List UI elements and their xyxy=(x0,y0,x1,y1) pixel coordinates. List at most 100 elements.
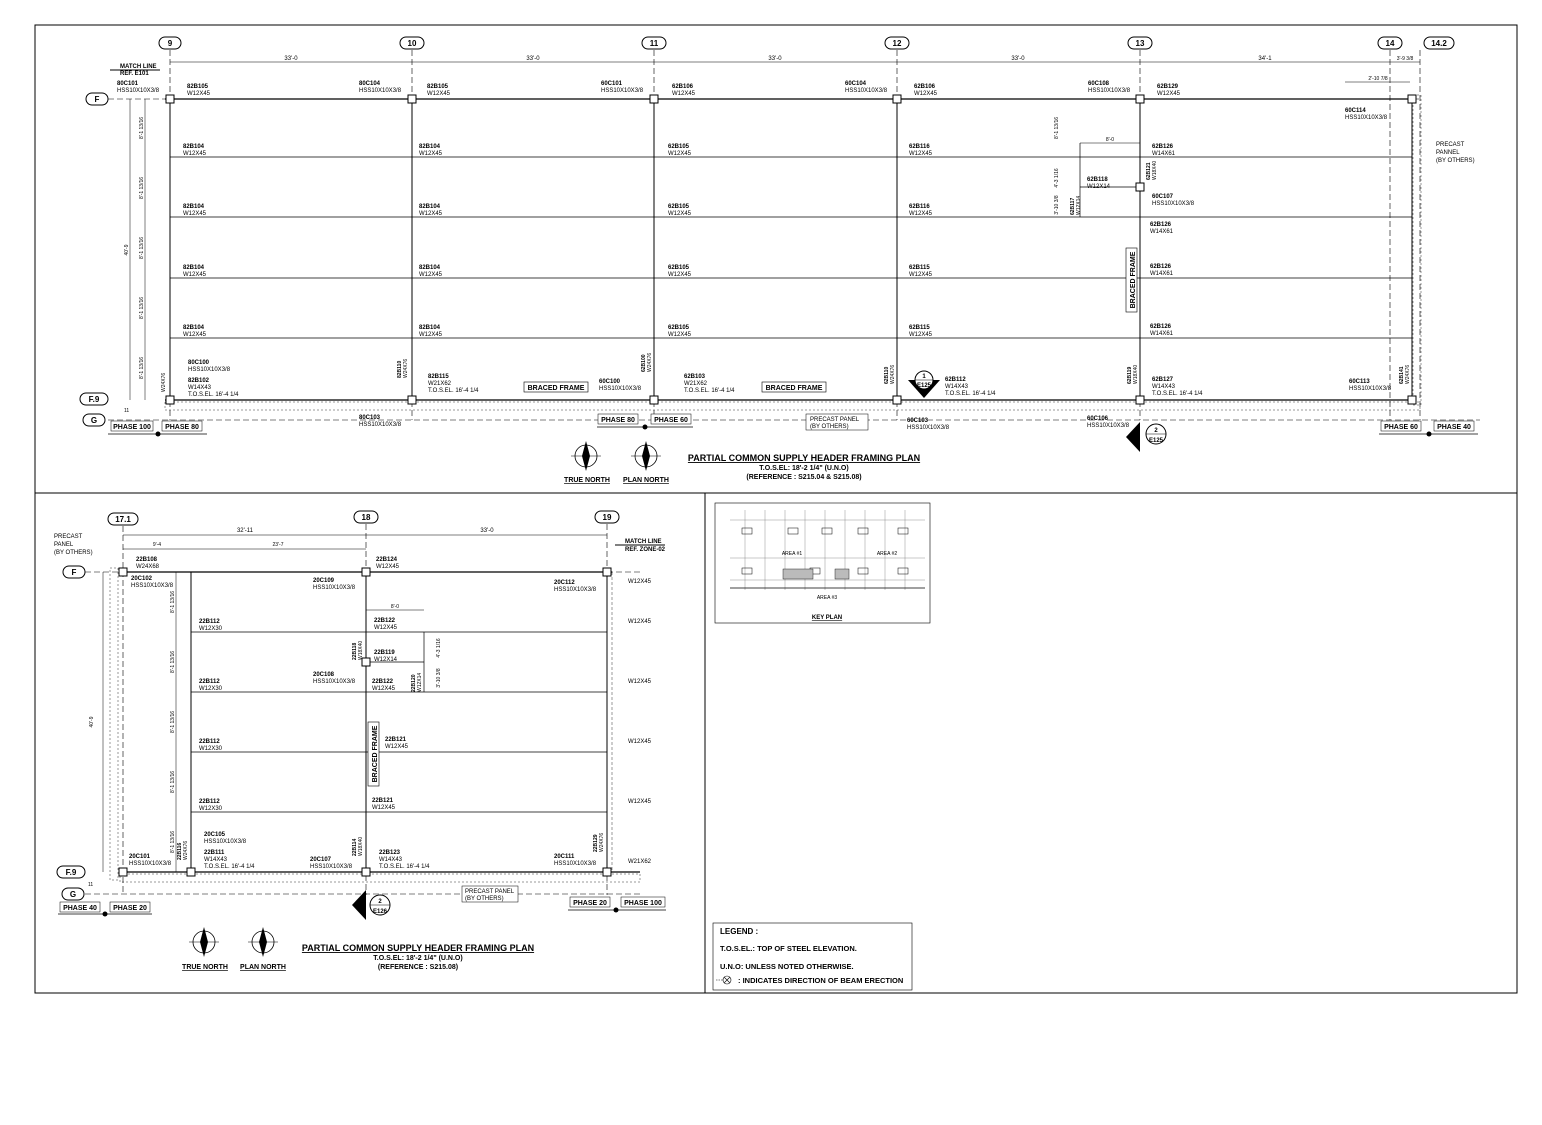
svg-text:62B117: 62B117 xyxy=(1070,198,1076,215)
svg-text:34'-1: 34'-1 xyxy=(1258,56,1272,62)
svg-text:HSS10X10X3/8: HSS10X10X3/8 xyxy=(1349,386,1392,392)
svg-text:20C105: 20C105 xyxy=(204,832,226,838)
svg-text:22B112: 22B112 xyxy=(199,739,220,745)
svg-text:T.O.S.EL: 18'-2 1/4" (U.N.O): T.O.S.EL: 18'-2 1/4" (U.N.O) xyxy=(759,465,848,472)
legend-line-uno: U.N.O: UNLESS NOTED OTHERWISE. xyxy=(720,962,854,971)
svg-text:80C104: 80C104 xyxy=(359,81,381,87)
svg-text:W12X45: W12X45 xyxy=(668,211,692,217)
bottom-precast-panel-band xyxy=(119,873,641,883)
svg-text:62B100: 62B100 xyxy=(641,354,647,372)
svg-text:80C103: 80C103 xyxy=(359,415,381,421)
bottom-infill-beams xyxy=(191,631,607,813)
grid-bubble-F9-top: F.9 xyxy=(79,392,109,406)
svg-text:22B112: 22B112 xyxy=(199,799,220,805)
svg-text:W12X45: W12X45 xyxy=(672,91,696,97)
svg-text:(BY OTHERS): (BY OTHERS) xyxy=(54,550,93,556)
top-infill-beams xyxy=(170,143,1412,339)
svg-text:82B105: 82B105 xyxy=(187,84,209,90)
top-grid-bubbles: 9 10 11 12 13 14 14.2 F F.9 G xyxy=(79,36,1455,427)
svg-text:W14X43: W14X43 xyxy=(204,857,228,863)
svg-text:8'-1 13/16: 8'-1 13/16 xyxy=(139,357,145,379)
svg-text:HSS10X10X3/8: HSS10X10X3/8 xyxy=(359,88,402,94)
svg-text:HSS10X10X3/8: HSS10X10X3/8 xyxy=(313,679,356,685)
svg-text:22B116: 22B116 xyxy=(177,843,183,860)
svg-text:33'-0: 33'-0 xyxy=(480,528,494,534)
svg-text:TRUE NORTH: TRUE NORTH xyxy=(182,964,228,971)
svg-text:20C102: 20C102 xyxy=(131,576,153,582)
svg-text:33'-0: 33'-0 xyxy=(526,56,540,62)
svg-text:4'-3 1/16: 4'-3 1/16 xyxy=(1054,168,1060,188)
svg-text:PLAN NORTH: PLAN NORTH xyxy=(240,964,286,971)
svg-text:60C113: 60C113 xyxy=(1349,379,1370,385)
svg-text:9: 9 xyxy=(168,39,173,48)
svg-text:PANNEL: PANNEL xyxy=(1436,150,1460,156)
svg-text:PRECAST: PRECAST xyxy=(1436,142,1465,148)
svg-text:PHASE 40: PHASE 40 xyxy=(63,905,97,912)
column-20C105 xyxy=(186,867,196,877)
svg-text:82B102: 82B102 xyxy=(188,378,210,384)
svg-text:W12X45: W12X45 xyxy=(628,799,652,805)
grid-bubble-12: 12 xyxy=(884,36,910,50)
svg-text:17.1: 17.1 xyxy=(115,515,131,524)
bottom-true-north-icon: TRUE NORTH xyxy=(182,927,228,971)
svg-text:PHASE 60: PHASE 60 xyxy=(1384,424,1418,431)
svg-text:PHASE 20: PHASE 20 xyxy=(573,900,607,907)
legend-title: LEGEND : xyxy=(720,927,758,936)
column-60C108 xyxy=(1135,94,1145,104)
svg-text:W24X76: W24X76 xyxy=(1405,365,1411,384)
svg-text:W12X45: W12X45 xyxy=(668,332,692,338)
top-columns xyxy=(165,94,1417,405)
svg-text:W12X45: W12X45 xyxy=(668,272,692,278)
grid-bubble-13: 13 xyxy=(1127,36,1153,50)
svg-text:22B118: 22B118 xyxy=(352,643,358,660)
svg-text:8'-1 13/16: 8'-1 13/16 xyxy=(1054,117,1060,139)
grid-bubble-F-bottom: F xyxy=(62,565,86,579)
svg-text:40'-9: 40'-9 xyxy=(124,244,130,255)
svg-text:14: 14 xyxy=(1386,39,1395,48)
bottom-girders xyxy=(190,572,608,872)
svg-text:E125: E125 xyxy=(917,383,932,389)
svg-text:W24X76: W24X76 xyxy=(647,353,653,372)
top-plan-north-icon: PLAN NORTH xyxy=(623,441,669,484)
svg-text:W14X43: W14X43 xyxy=(379,857,403,863)
svg-text:8'-1 13/16: 8'-1 13/16 xyxy=(170,831,176,853)
column-80C101 xyxy=(165,94,175,104)
svg-text:22B129: 22B129 xyxy=(593,834,599,852)
bottom-match-line: MATCH LINE REF. ZONE-02 xyxy=(615,539,666,553)
svg-text:22B112: 22B112 xyxy=(199,679,220,685)
svg-text:W12X45: W12X45 xyxy=(183,211,207,217)
svg-text:62B126: 62B126 xyxy=(1150,264,1172,270)
svg-text:W12X30: W12X30 xyxy=(199,626,223,632)
svg-text:W24X76: W24X76 xyxy=(403,359,409,378)
svg-text:62B127: 62B127 xyxy=(1152,377,1174,383)
svg-text:T.O.S.EL. 16'-4 1/4: T.O.S.EL. 16'-4 1/4 xyxy=(188,392,239,398)
svg-text:W21X62: W21X62 xyxy=(684,381,708,387)
svg-text:MATCH LINE: MATCH LINE xyxy=(625,539,662,545)
svg-text:22B119: 22B119 xyxy=(374,650,395,656)
svg-text:82B105: 82B105 xyxy=(427,84,449,90)
top-girders xyxy=(169,99,1413,400)
svg-text:22B122: 22B122 xyxy=(374,618,396,624)
svg-text:G: G xyxy=(91,416,97,425)
svg-text:W12X45: W12X45 xyxy=(374,625,398,631)
svg-text:PHASE 40: PHASE 40 xyxy=(1437,424,1471,431)
svg-text:F.9: F.9 xyxy=(66,868,77,877)
top-match-line: MATCH LINE REF. E101 xyxy=(110,64,160,77)
svg-text:PRECAST: PRECAST xyxy=(54,534,83,540)
svg-text:W12X45: W12X45 xyxy=(909,151,933,157)
svg-text:HSS10X10X3/8: HSS10X10X3/8 xyxy=(129,861,172,867)
svg-text:T.O.S.EL. 16'-4 1/4: T.O.S.EL. 16'-4 1/4 xyxy=(684,388,735,394)
svg-text:60C108: 60C108 xyxy=(1088,81,1110,87)
braced-frame-label-1: BRACED FRAME xyxy=(523,381,589,393)
svg-text:HSS10X10X3/8: HSS10X10X3/8 xyxy=(845,88,888,94)
svg-text:20C109: 20C109 xyxy=(313,578,335,584)
svg-text:8'-1 13/16: 8'-1 13/16 xyxy=(170,771,176,793)
grid-bubble-G-bottom: G xyxy=(61,887,85,901)
svg-text:W12X45: W12X45 xyxy=(909,211,933,217)
svg-text:62B115: 62B115 xyxy=(909,325,930,331)
svg-text:HSS10X10X3/8: HSS10X10X3/8 xyxy=(313,585,356,591)
column-20C107 xyxy=(361,867,371,877)
svg-text:62B126: 62B126 xyxy=(1152,144,1174,150)
svg-text:22B112: 22B112 xyxy=(199,619,220,625)
